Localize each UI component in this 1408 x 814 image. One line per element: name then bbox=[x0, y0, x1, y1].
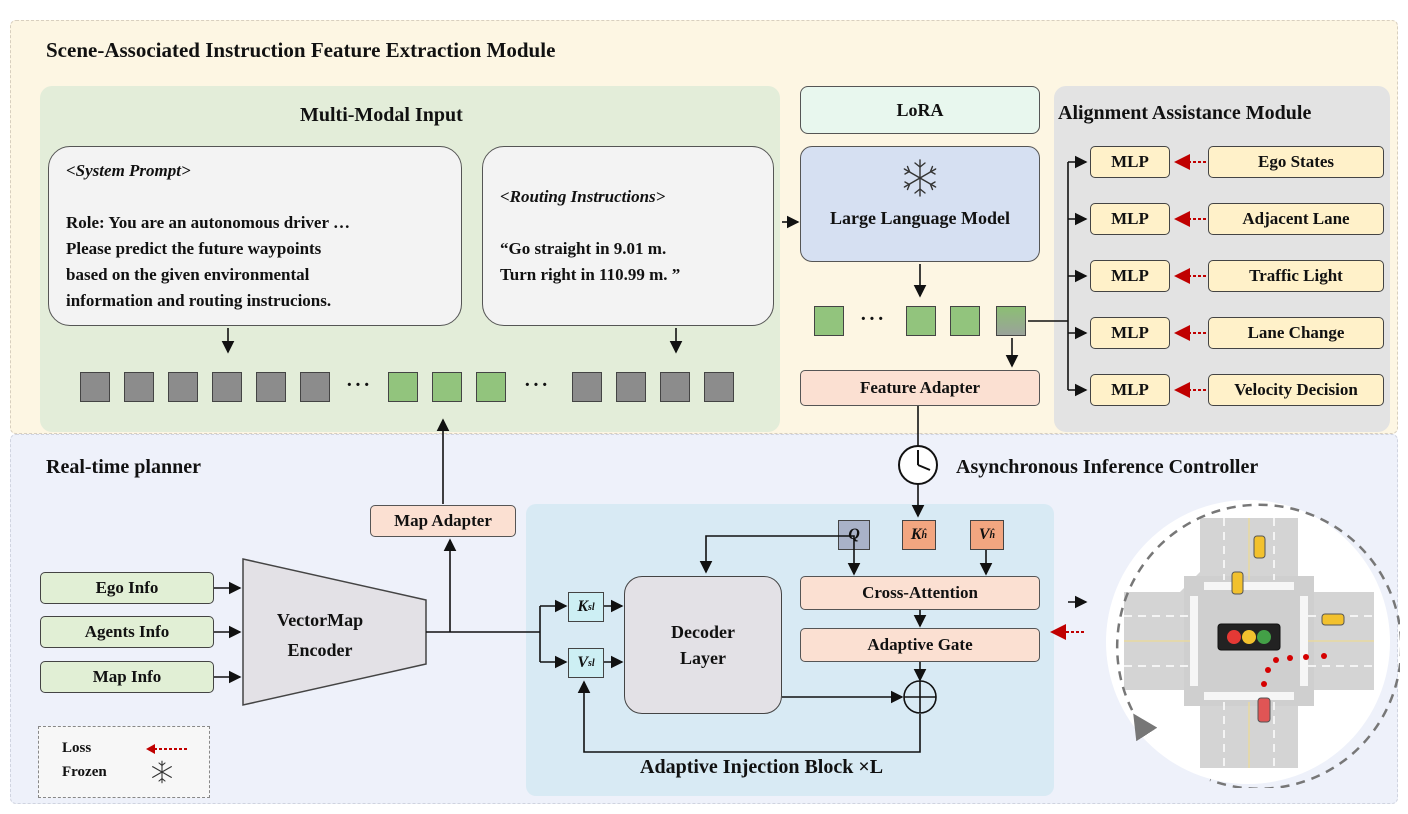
controller-label: Asynchronous Inference Controller bbox=[956, 456, 1259, 478]
alignment-title: Alignment Assistance Module bbox=[1058, 102, 1312, 124]
agents-info-box: Agents Info bbox=[40, 616, 214, 648]
ego-states-label: Ego States bbox=[1208, 146, 1384, 178]
loss-arrow-icon bbox=[146, 744, 188, 754]
decoder-label-line: Layer bbox=[680, 648, 726, 668]
adaptive-gate-box: Adaptive Gate bbox=[800, 628, 1040, 662]
map-adapter-box: Map Adapter bbox=[370, 505, 516, 537]
decoder-label-line: Decoder bbox=[671, 622, 735, 642]
routing-token bbox=[616, 372, 646, 402]
token-ellipsis: ··· bbox=[346, 374, 373, 396]
encoder-label-line: VectorMap bbox=[276, 610, 364, 630]
routing-heading: <Routing Instructions> bbox=[500, 187, 666, 206]
system-prompt-line: information and routing instrucions. bbox=[66, 291, 332, 310]
snowflake-icon bbox=[152, 760, 172, 784]
llm-output-token bbox=[814, 306, 844, 336]
intersection-scene bbox=[1106, 500, 1400, 788]
prompt-token bbox=[300, 372, 330, 402]
adaptive-injection-title: Adaptive Injection Block ×L bbox=[640, 756, 884, 778]
legend-frozen-label: Frozen bbox=[62, 764, 107, 780]
llm-label: Large Language Model bbox=[830, 208, 1010, 228]
prompt-token bbox=[212, 372, 242, 402]
traffic-light-label: Traffic Light bbox=[1208, 260, 1384, 292]
cross-attention-box: Cross-Attention bbox=[800, 576, 1040, 610]
token-ellipsis: ··· bbox=[524, 374, 551, 396]
ego-info-box: Ego Info bbox=[40, 572, 214, 604]
multimodal-input-title: Multi-Modal Input bbox=[300, 104, 463, 126]
legend-loss-label: Loss bbox=[62, 740, 92, 756]
top-module-title: Scene-Associated Instruction Feature Ext… bbox=[46, 38, 556, 62]
map-token bbox=[476, 372, 506, 402]
mlp-box: MLP bbox=[1090, 374, 1170, 406]
routing-token bbox=[660, 372, 690, 402]
routing-line: “Go straight in 9.01 m. bbox=[500, 239, 667, 258]
prompt-token bbox=[124, 372, 154, 402]
bottom-module-title: Real-time planner bbox=[46, 456, 201, 478]
q-box: Q bbox=[838, 520, 870, 550]
system-prompt-box bbox=[48, 146, 462, 326]
map-info-box: Map Info bbox=[40, 661, 214, 693]
prompt-token bbox=[80, 372, 110, 402]
map-token bbox=[388, 372, 418, 402]
llm-output-token bbox=[950, 306, 980, 336]
adjacent-lane-label: Adjacent Lane bbox=[1208, 203, 1384, 235]
map-token bbox=[432, 372, 462, 402]
encoder-label-line: Encoder bbox=[287, 640, 353, 660]
routing-token bbox=[572, 372, 602, 402]
vectormap-encoder-shape bbox=[242, 558, 427, 706]
system-prompt-line: Role: You are an autonomous driver … bbox=[66, 213, 350, 232]
snowflake-icon bbox=[903, 159, 937, 197]
llm-output-token-last bbox=[996, 306, 1026, 336]
system-prompt-heading: <System Prompt> bbox=[66, 161, 191, 180]
routing-line: Turn right in 110.99 m. ” bbox=[500, 265, 681, 284]
lane-change-label: Lane Change bbox=[1208, 317, 1384, 349]
mlp-box: MLP bbox=[1090, 317, 1170, 349]
routing-instructions-box bbox=[482, 146, 774, 326]
mlp-box: MLP bbox=[1090, 203, 1170, 235]
mlp-box: MLP bbox=[1090, 146, 1170, 178]
feature-adapter-box: Feature Adapter bbox=[800, 370, 1040, 406]
prompt-token bbox=[168, 372, 198, 402]
llm-output-token bbox=[906, 306, 936, 336]
system-prompt-line: Please predict the future waypoints bbox=[66, 239, 322, 258]
routing-token bbox=[704, 372, 734, 402]
mlp-box: MLP bbox=[1090, 260, 1170, 292]
system-prompt-line: based on the given environmental bbox=[66, 265, 310, 284]
legend-box bbox=[38, 726, 210, 798]
prompt-token bbox=[256, 372, 286, 402]
lora-box: LoRA bbox=[800, 86, 1040, 134]
token-ellipsis: ··· bbox=[860, 308, 887, 330]
velocity-decision-label: Velocity Decision bbox=[1208, 374, 1384, 406]
